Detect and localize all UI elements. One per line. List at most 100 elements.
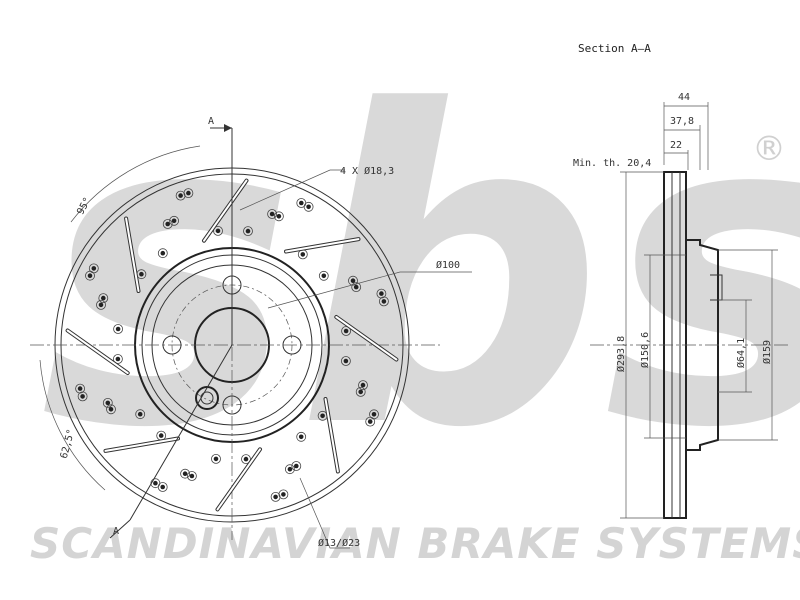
- section-title: Section A–A: [578, 42, 651, 55]
- friction-ring-outer: [663, 171, 687, 519]
- drilled-hole: [139, 271, 144, 277]
- drilled-hole-ring: [162, 219, 173, 229]
- drilled-hole: [158, 433, 164, 438]
- drilled-hole: [299, 200, 304, 206]
- angle-arc-top: [70, 145, 201, 223]
- hole-callout: 4 X Ø18,3: [340, 165, 394, 177]
- drilled-hole: [350, 278, 356, 284]
- registered-mark-icon: ®: [752, 129, 786, 169]
- dim-width-total: 44: [678, 92, 690, 103]
- brake-slot-inner: [216, 448, 261, 511]
- drilled-hole-ring: [98, 293, 109, 304]
- drilled-hole-ring: [113, 354, 123, 364]
- drilled-hole-ring: [351, 282, 362, 293]
- drilled-hole-ring: [273, 211, 284, 222]
- drilled-hole-ring: [157, 482, 168, 492]
- drilled-hole: [98, 302, 104, 308]
- drilled-hole: [343, 328, 349, 334]
- drilled-hole-ring: [243, 226, 253, 237]
- drilled-hole-ring: [348, 275, 358, 286]
- drilled-hole: [294, 463, 299, 469]
- drilled-hole: [189, 473, 195, 479]
- drilled-hole: [165, 221, 170, 227]
- drilled-hole-ring: [169, 215, 180, 226]
- dim-diameter-hat: Ø150,6: [639, 332, 651, 368]
- drilled-hole: [243, 456, 249, 462]
- drilled-hole-ring: [85, 270, 95, 281]
- drilled-hole: [379, 291, 384, 296]
- drilled-hole: [371, 412, 377, 417]
- section-arrowhead-top-icon: [224, 124, 232, 132]
- drilled-hole: [298, 434, 304, 440]
- dim-diameter-center: Ø159: [761, 340, 773, 364]
- drilled-hole: [108, 407, 114, 412]
- drilled-hole: [360, 382, 366, 388]
- section-marker-bottom: A: [113, 526, 119, 537]
- drilled-hole-ring: [291, 461, 302, 471]
- drilled-hole-ring: [96, 299, 106, 310]
- brake-slot-inner: [285, 238, 360, 253]
- drilled-hole-ring: [102, 397, 113, 408]
- brake-slot-inner: [125, 217, 140, 292]
- drill-leader: [299, 477, 350, 549]
- pcd-label: Ø100: [436, 259, 460, 271]
- drilled-hole: [300, 252, 306, 257]
- drilled-hole: [182, 471, 188, 477]
- drilled-hole: [358, 389, 364, 395]
- angle-arc-bottom: [39, 359, 106, 491]
- drilled-hole-ring: [135, 409, 146, 420]
- drilled-hole-ring: [106, 404, 116, 415]
- drilled-hole-ring: [284, 464, 295, 475]
- drilled-hole: [115, 326, 121, 332]
- drilled-hole: [245, 228, 251, 234]
- drilled-hole: [381, 299, 387, 304]
- drilled-hole-ring: [186, 471, 197, 481]
- drilled-hole-ring: [211, 453, 221, 464]
- section-line: [129, 128, 233, 521]
- drilled-hole: [215, 228, 221, 234]
- drilled-hole-ring: [180, 468, 191, 479]
- drilled-hole-ring: [355, 386, 366, 397]
- drilled-hole-ring: [241, 454, 251, 465]
- pcd-leader: [267, 271, 472, 309]
- drilled-hole-ring: [278, 489, 289, 500]
- drilled-hole-ring: [113, 324, 123, 334]
- drilled-hole: [115, 356, 121, 362]
- drilled-hole: [186, 190, 191, 196]
- drilled-hole-ring: [175, 190, 186, 201]
- drilled-hole: [160, 484, 165, 490]
- drilled-hole: [178, 193, 183, 198]
- drilled-hole: [281, 492, 286, 497]
- brake-slot-inner: [104, 437, 179, 452]
- drilled-hole: [160, 250, 166, 256]
- drilled-hole: [101, 295, 106, 301]
- drilled-hole: [87, 273, 93, 279]
- drilled-hole-ring: [369, 409, 379, 420]
- drilled-hole: [77, 386, 83, 391]
- drilled-hole-ring: [213, 225, 223, 236]
- hat-flange: [710, 274, 723, 301]
- drilled-hole: [320, 413, 325, 419]
- drilled-hole: [105, 400, 111, 406]
- min-thickness: Min. th. 20,4: [573, 158, 651, 169]
- section-arrow-bottom: [109, 519, 131, 539]
- drilled-hole: [287, 466, 293, 472]
- drilled-hole: [276, 214, 282, 219]
- drilled-hole-ring: [340, 356, 351, 366]
- brake-slot-inner: [203, 179, 248, 242]
- drilled-hole-ring: [270, 491, 281, 502]
- drilled-hole-ring: [318, 270, 329, 281]
- dim-diameter-bore: Ø64,1: [735, 338, 747, 368]
- drilled-hole-ring: [296, 431, 307, 442]
- brake-slot-inner: [335, 316, 398, 361]
- drilled-hole: [367, 419, 373, 424]
- drilled-hole-ring: [376, 288, 387, 299]
- drilled-hole: [153, 480, 158, 486]
- drilled-hole: [80, 394, 85, 399]
- brake-slot-inner: [324, 398, 339, 473]
- section-marker-top: A: [208, 116, 214, 127]
- drilled-hole-ring: [75, 383, 85, 394]
- brake-slot-inner: [66, 329, 129, 374]
- drilled-hole: [213, 456, 219, 462]
